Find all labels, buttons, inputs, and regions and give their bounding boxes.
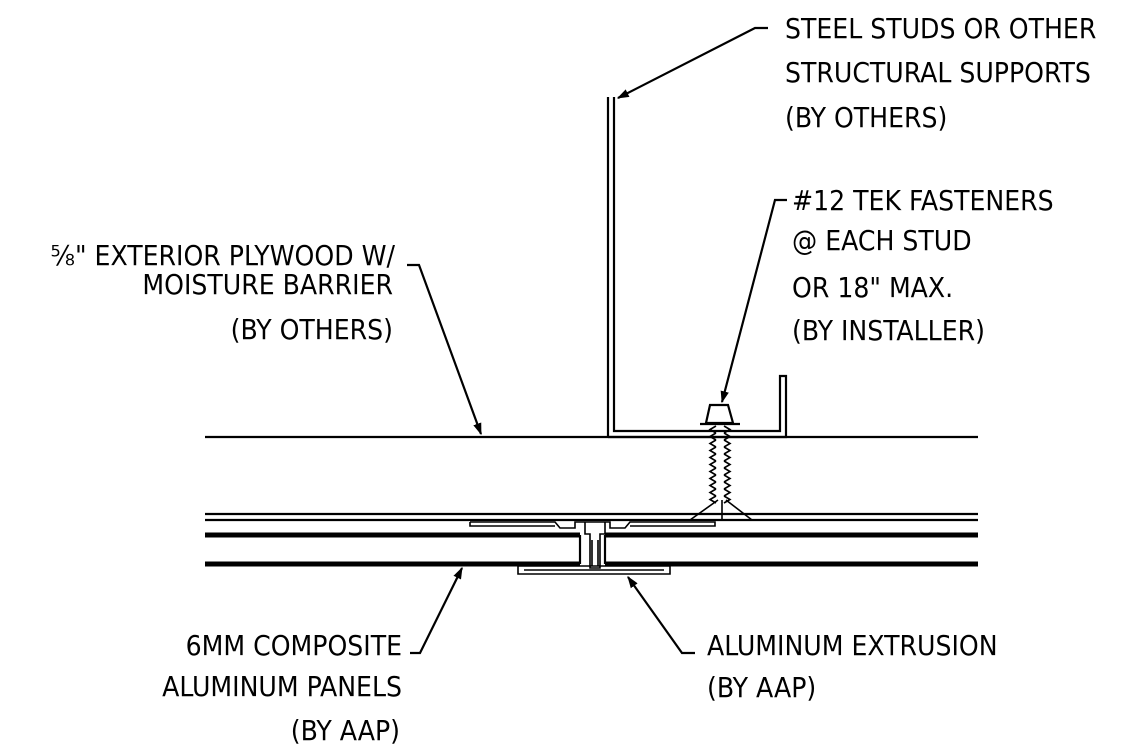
steel-studs-line-3: (BY OTHERS): [785, 101, 947, 134]
extrusion-leader: [627, 576, 695, 655]
steel-stud: [606, 97, 788, 439]
steel-studs-leader: [616, 26, 768, 99]
steel-studs-line-1: STEEL STUDS OR OTHER: [785, 12, 1096, 45]
panels-line-3: (BY AAP): [291, 714, 400, 747]
fasteners-line-3: OR 18" MAX.: [792, 271, 953, 304]
steel-studs-line-2: STRUCTURAL SUPPORTS: [785, 56, 1091, 89]
tek-fastener: [689, 403, 753, 521]
plywood-line-1: ⅝" EXTERIOR PLYWOOD W/: [51, 239, 396, 272]
callout-plywood: ⅝" EXTERIOR PLYWOOD W/ MOISTURE BARRIER …: [51, 239, 396, 346]
extrusion-line-2: (BY AAP): [707, 671, 816, 704]
panels-leader: [410, 566, 463, 655]
plywood-line-2: MOISTURE BARRIER: [142, 268, 393, 301]
callout-fasteners: #12 TEK FASTENERS @ EACH STUD OR 18" MAX…: [792, 184, 1054, 347]
plywood-line-3: (BY OTHERS): [231, 313, 393, 346]
extrusion-line-1: ALUMINUM EXTRUSION: [707, 629, 998, 662]
callout-panels: 6MM COMPOSITE ALUMINUM PANELS (BY AAP): [162, 629, 402, 747]
fasteners-line-4: (BY INSTALLER): [792, 314, 985, 347]
callout-extrusion: ALUMINUM EXTRUSION (BY AAP): [707, 629, 998, 704]
composite-panel-right: [603, 532, 978, 567]
fasteners-line-1: #12 TEK FASTENERS: [792, 184, 1054, 217]
plywood-leader: [407, 263, 483, 436]
composite-panel-left: [205, 532, 582, 567]
aluminum-extrusion: [469, 521, 716, 575]
panels-line-2: ALUMINUM PANELS: [162, 670, 402, 703]
fasteners-leader: [720, 198, 787, 404]
callout-steel-studs: STEEL STUDS OR OTHER STRUCTURAL SUPPORTS…: [785, 12, 1096, 134]
fasteners-line-2: @ EACH STUD: [792, 224, 972, 257]
panels-line-1: 6MM COMPOSITE: [186, 629, 402, 662]
